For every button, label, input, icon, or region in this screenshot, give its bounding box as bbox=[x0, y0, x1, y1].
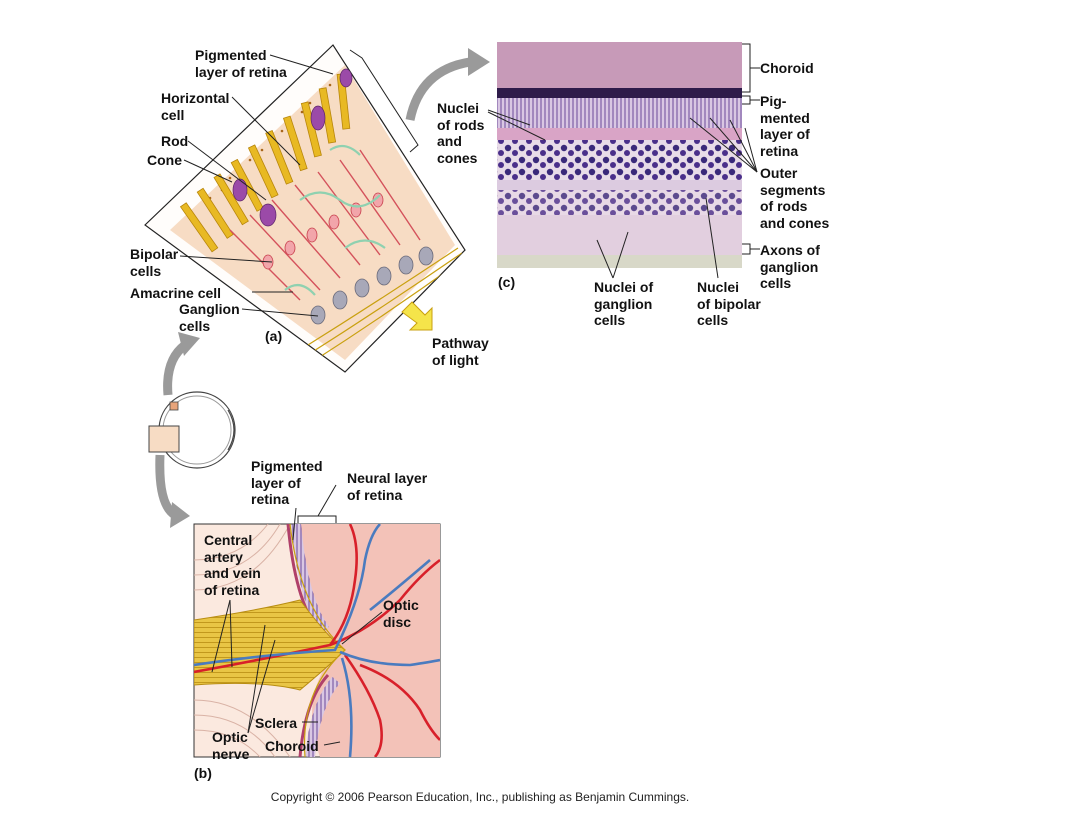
arrow-to-micrograph-head bbox=[468, 48, 490, 76]
label-ganglion-cells: Ganglion cells bbox=[179, 301, 240, 334]
arrow-to-panel-a bbox=[168, 345, 185, 395]
label-c-choroid: Choroid bbox=[760, 60, 814, 77]
label-nuclei-bipolar: Nuclei of bipolar cells bbox=[697, 279, 761, 329]
label-sclera: Sclera bbox=[255, 715, 297, 732]
label-rod: Rod bbox=[161, 133, 188, 150]
label-a-pigmented-layer: Pigmented layer of retina bbox=[195, 47, 287, 80]
label-b-choroid: Choroid bbox=[265, 738, 319, 755]
panel-c-label: (c) bbox=[498, 274, 515, 290]
label-outer-segments: Outer segments of rods and cones bbox=[760, 165, 829, 231]
label-axons-ganglion: Axons of ganglion cells bbox=[760, 242, 820, 292]
panel-a-label: (a) bbox=[265, 328, 282, 344]
label-bipolar-cells: Bipolar cells bbox=[130, 246, 178, 279]
label-optic-disc: Optic disc bbox=[383, 597, 419, 630]
panel-b-label: (b) bbox=[194, 765, 212, 781]
label-nuclei-ganglion: Nuclei of ganglion cells bbox=[594, 279, 653, 329]
label-c-pigmented-layer: Pig- mented layer of retina bbox=[760, 93, 810, 159]
label-pathway-of-light: Pathway of light bbox=[432, 335, 489, 368]
label-amacrine-cell: Amacrine cell bbox=[130, 285, 221, 302]
label-horizontal-cell: Horizontal cell bbox=[161, 90, 229, 123]
label-cone: Cone bbox=[147, 152, 182, 169]
arrow-to-panel-b-head bbox=[170, 502, 190, 528]
panel-c-micrograph bbox=[497, 42, 750, 268]
label-neural-layer: Neural layer of retina bbox=[347, 470, 427, 503]
copyright-notice: Copyright © 2006 Pearson Education, Inc.… bbox=[0, 790, 960, 804]
label-b-pigmented-layer: Pigmented layer of retina bbox=[251, 458, 323, 508]
label-optic-nerve: Optic nerve bbox=[212, 729, 249, 762]
label-central-artery-vein: Central artery and vein of retina bbox=[204, 532, 261, 598]
label-nuclei-rods-cones: Nuclei of rods and cones bbox=[437, 100, 484, 166]
